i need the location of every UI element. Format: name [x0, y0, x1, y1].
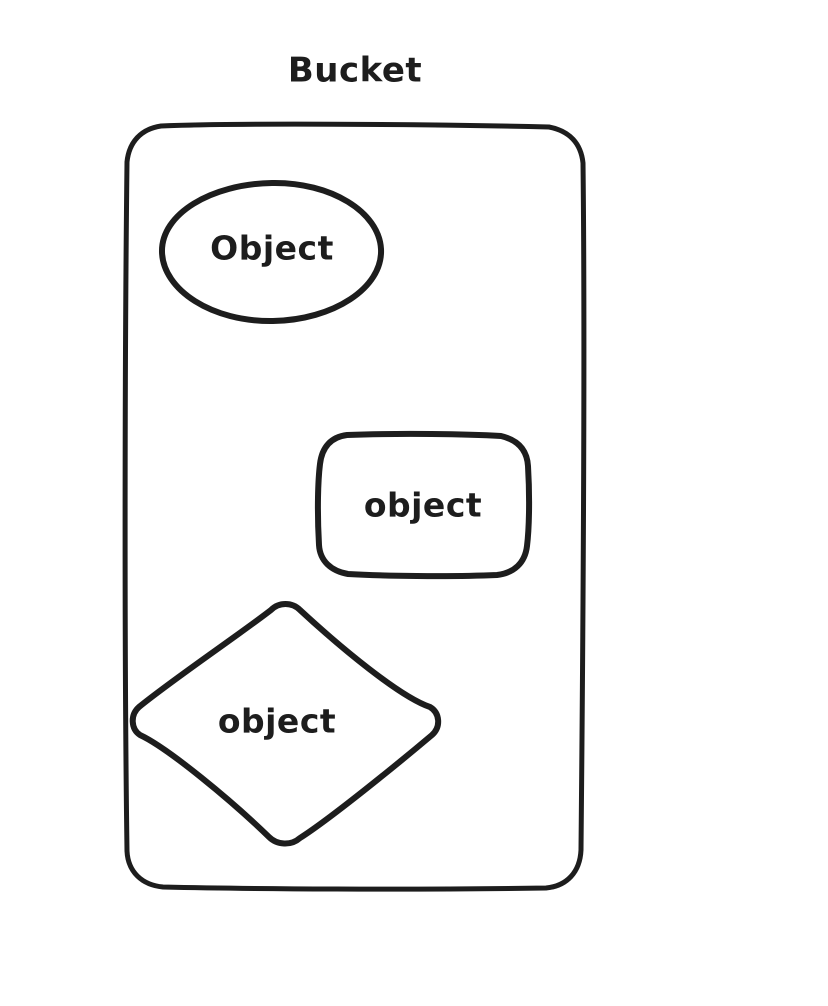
- diagram-title: Bucket: [288, 51, 422, 91]
- object-rectangle-shape[interactable]: [314, 430, 533, 580]
- object-diamond-shape[interactable]: [129, 601, 442, 847]
- object-rectangle-label: object: [364, 486, 482, 525]
- bucket-container[interactable]: [122, 121, 587, 892]
- object-ellipse-shape[interactable]: [158, 179, 385, 325]
- object-diamond-label: object: [218, 702, 336, 741]
- object-ellipse-label: Object: [210, 229, 334, 268]
